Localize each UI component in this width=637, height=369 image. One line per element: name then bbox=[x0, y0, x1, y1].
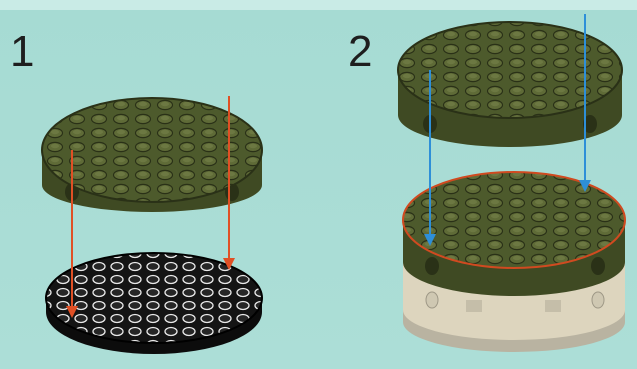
olive-round-brick-top bbox=[41, 97, 263, 212]
olive-round-brick-upper bbox=[397, 21, 623, 147]
olive-round-brick-middle bbox=[402, 171, 626, 296]
red-arrow-right bbox=[223, 96, 235, 270]
red-arrow-left bbox=[66, 150, 78, 318]
blue-arrow-left bbox=[424, 70, 436, 246]
step-1-assembly bbox=[41, 96, 263, 354]
step-2-assembly bbox=[397, 14, 626, 352]
blue-arrow-right bbox=[579, 14, 591, 192]
black-round-plate bbox=[45, 252, 263, 354]
top-border bbox=[0, 0, 637, 10]
step-1-number: 1 bbox=[10, 27, 35, 76]
step-2-number: 2 bbox=[348, 27, 373, 76]
